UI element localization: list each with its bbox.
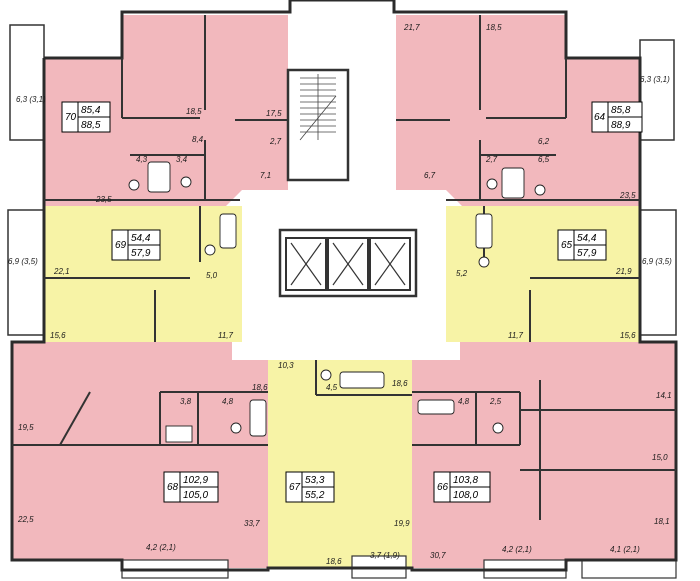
room-area-label: 19,5 [18, 423, 34, 432]
room-area-label: 6,3 (3,1) [640, 75, 670, 84]
apartment-64-info[interactable]: 64 85,8 88,9 [591, 101, 643, 133]
apartment-living-area: 108,0 [453, 490, 478, 501]
room-area-label: 4,8 [458, 397, 470, 406]
room-area-label: 11,7 [508, 331, 524, 340]
apartment-total-area: 85,8 [611, 105, 631, 116]
apartment-number: 65 [561, 240, 573, 251]
room-area-label: 18,5 [186, 107, 202, 116]
apartment-67-area[interactable] [268, 360, 412, 568]
apartment-68-area[interactable] [12, 342, 268, 568]
apartment-total-area: 103,8 [453, 475, 478, 486]
room-area-label: 10,3 [278, 361, 294, 370]
apartment-total-area: 53,3 [305, 475, 325, 486]
apartment-total-area: 102,9 [183, 475, 208, 486]
room-area-label: 3,8 [180, 397, 192, 406]
room-area-label: 4,2 (2,1) [146, 543, 176, 552]
room-area-label: 15,6 [50, 331, 66, 340]
apartment-living-area: 105,0 [183, 490, 208, 501]
apartment-total-area: 54,4 [577, 233, 597, 244]
apartment-number: 64 [594, 112, 606, 123]
balcony-e [639, 209, 677, 336]
apartment-64-area[interactable] [396, 15, 640, 206]
room-area-label: 8,4 [192, 135, 204, 144]
apartment-69-area[interactable] [44, 206, 242, 342]
apartment-67-info[interactable]: 67 53,3 55,2 [285, 471, 335, 503]
room-area-label: 17,5 [266, 109, 282, 118]
apartment-total-area: 85,4 [81, 105, 101, 116]
bathroom-fixtures [128, 161, 546, 443]
room-area-label: 18,6 [392, 379, 408, 388]
room-area-label: 3,7 (1,9) [370, 551, 400, 560]
apartment-65-area[interactable] [446, 206, 640, 342]
room-area-label: 7,1 [260, 171, 271, 180]
apartment-total-area: 54,4 [131, 233, 151, 244]
room-area-label: 22,1 [53, 267, 70, 276]
apartment-number: 70 [65, 112, 77, 123]
room-area-label: 19,9 [394, 519, 410, 528]
apartment-68-info[interactable]: 68 102,9 105,0 [163, 471, 219, 503]
room-area-label: 18,5 [486, 23, 502, 32]
room-area-label: 6,7 [424, 171, 436, 180]
room-area-label: 18,1 [654, 517, 670, 526]
room-area-label: 23,5 [619, 191, 636, 200]
room-area-label: 6,9 (3,5) [642, 257, 672, 266]
apartment-living-area: 57,9 [577, 248, 597, 259]
apartment-number: 68 [167, 482, 179, 493]
room-area-label: 15,0 [652, 453, 668, 462]
balcony-ne [639, 39, 675, 141]
apartment-living-area: 88,5 [81, 120, 101, 131]
room-area-label: 11,7 [218, 331, 234, 340]
room-area-labels: 18,5 17,5 8,4 2,7 4,3 3,4 7,1 23,5 6,3 (… [8, 23, 672, 566]
apartment-number: 67 [289, 482, 301, 493]
apartment-number: 69 [115, 240, 127, 251]
apartment-66-area[interactable] [412, 342, 676, 568]
apartment-living-area: 57,9 [131, 248, 151, 259]
room-area-label: 6,3 (3,1) [16, 95, 46, 104]
room-area-label: 5,0 [206, 271, 218, 280]
room-area-label: 15,6 [620, 331, 636, 340]
room-area-label: 22,5 [17, 515, 34, 524]
room-area-label: 3,4 [176, 155, 188, 164]
room-area-label: 21,9 [615, 267, 632, 276]
room-area-label: 23,5 [95, 195, 112, 204]
room-area-label: 2,7 [485, 155, 498, 164]
apartment-living-area: 55,2 [305, 490, 325, 501]
room-area-label: 21,7 [403, 23, 420, 32]
room-area-label: 4,3 [136, 155, 148, 164]
apartment-70-area[interactable] [44, 15, 288, 206]
room-area-label: 30,7 [430, 551, 446, 560]
room-area-label: 18,6 [252, 383, 268, 392]
apartment-70-info[interactable]: 70 85,4 88,5 [61, 101, 111, 133]
room-area-label: 2,5 [489, 397, 502, 406]
room-area-label: 6,2 [538, 137, 550, 146]
balcony-se2 [581, 559, 677, 579]
room-area-label: 14,1 [656, 391, 672, 400]
room-area-label: 6,9 (3,5) [8, 257, 38, 266]
outer-wall [10, 0, 678, 572]
apartment-number: 66 [437, 482, 449, 493]
room-area-label: 4,5 [326, 383, 338, 392]
stair-steps [299, 74, 337, 141]
room-area-label: 4,2 (2,1) [502, 545, 532, 554]
apartment-66-info[interactable]: 66 103,8 108,0 [433, 471, 491, 503]
balcony-w [7, 209, 45, 336]
room-area-label: 2,7 [269, 137, 282, 146]
room-area-label: 4,1 (2,1) [610, 545, 640, 554]
room-area-label: 6,5 [538, 155, 550, 164]
room-area-label: 18,6 [326, 557, 342, 566]
elevator-shafts [278, 228, 418, 298]
apartment-living-area: 88,9 [611, 120, 631, 131]
room-area-label: 33,7 [244, 519, 260, 528]
apartment-65-info[interactable]: 65 54,4 57,9 [557, 229, 607, 261]
balcony-nw [9, 24, 45, 141]
apartment-69-info[interactable]: 69 54,4 57,9 [111, 229, 161, 261]
room-area-label: 4,8 [222, 397, 234, 406]
room-area-label: 5,2 [456, 269, 468, 278]
partitions [12, 15, 676, 520]
